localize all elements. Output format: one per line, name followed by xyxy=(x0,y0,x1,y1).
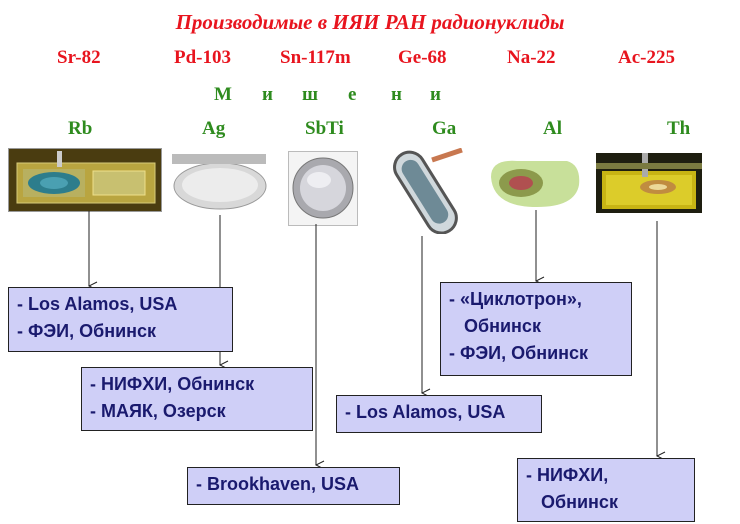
producer-line: - Los Alamos, USA xyxy=(17,294,178,314)
page-title: Производимые в ИЯИ РАН радионуклиды xyxy=(175,10,565,34)
target-photo-rb xyxy=(8,148,162,212)
producer-line: Обнинск xyxy=(526,492,618,512)
producer-box-al: - «Циклотрон», Обнинск - ФЭИ, Обнинск xyxy=(440,282,632,376)
nuclide-sr82: Sr-82 xyxy=(57,47,101,68)
target-photo-al xyxy=(487,157,583,209)
producer-line: - МАЯК, Озерск xyxy=(90,401,226,421)
targets-heading-letter: е xyxy=(348,84,357,105)
target-ga: Ga xyxy=(432,118,457,139)
target-th: Th xyxy=(667,118,691,139)
producer-box-th: - НИФХИ, Обнинск xyxy=(517,458,695,522)
target-rb: Rb xyxy=(68,118,93,139)
target-ag: Ag xyxy=(202,118,226,139)
target-sbti: SbTi xyxy=(305,118,344,139)
producer-box-rb: - Los Alamos, USA - ФЭИ, Обнинск xyxy=(8,287,233,352)
producer-box-sbti: - Brookhaven, USA xyxy=(187,467,400,505)
targets-heading-letter: М xyxy=(214,84,232,105)
producer-box-ag: - НИФХИ, Обнинск - МАЯК, Озерск xyxy=(81,367,313,431)
target-photo-th xyxy=(596,153,702,213)
target-photo-ag xyxy=(168,152,270,214)
producer-line: - ФЭИ, Обнинск xyxy=(449,343,589,363)
producer-line: - Los Alamos, USA xyxy=(345,402,506,422)
nuclide-ac225: Ac-225 xyxy=(618,47,675,68)
nuclide-pd103: Pd-103 xyxy=(174,47,231,68)
nuclide-ge68: Ge-68 xyxy=(398,47,447,68)
targets-heading-letter: и xyxy=(262,84,273,105)
target-photo-ga xyxy=(392,148,465,234)
producer-line: - Brookhaven, USA xyxy=(196,474,360,494)
producer-line: Обнинск xyxy=(449,316,541,336)
targets-heading-letter: ш xyxy=(302,84,319,105)
nuclide-sn117m: Sn-117m xyxy=(280,47,351,68)
target-al: Al xyxy=(543,118,562,139)
producer-box-ga: - Los Alamos, USA xyxy=(336,395,542,433)
targets-heading-letter: и xyxy=(430,84,441,105)
producer-line: - ФЭИ, Обнинск xyxy=(17,321,157,341)
target-photo-sbti xyxy=(288,151,358,226)
producer-line: - НИФХИ, Обнинск xyxy=(90,374,255,394)
targets-heading-letter: н xyxy=(391,84,402,105)
nuclide-na22: Na-22 xyxy=(507,47,556,68)
producer-line: - НИФХИ, xyxy=(526,465,609,485)
producer-line: - «Циклотрон», xyxy=(449,289,582,309)
